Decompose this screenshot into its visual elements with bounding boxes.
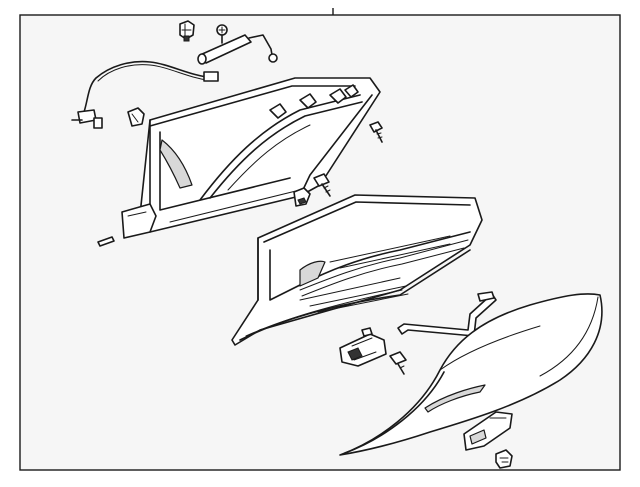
pin-icon bbox=[97, 236, 115, 247]
wire-harness-icon bbox=[71, 60, 219, 129]
bin-icon bbox=[231, 194, 483, 346]
screw-icon bbox=[216, 24, 228, 44]
clip-icon bbox=[127, 107, 145, 127]
door-panel-icon bbox=[339, 293, 603, 456]
nut-icon bbox=[495, 449, 513, 469]
clip-icon bbox=[293, 187, 311, 207]
bolt-icon bbox=[369, 121, 383, 143]
bracket-icon bbox=[463, 411, 513, 451]
screw-icon bbox=[389, 351, 407, 375]
damper-icon bbox=[197, 34, 278, 65]
bolt-icon bbox=[313, 173, 331, 197]
latch-icon bbox=[339, 327, 387, 367]
rod-icon bbox=[397, 291, 497, 337]
clip-icon bbox=[179, 20, 195, 42]
housing-icon bbox=[121, 77, 381, 239]
